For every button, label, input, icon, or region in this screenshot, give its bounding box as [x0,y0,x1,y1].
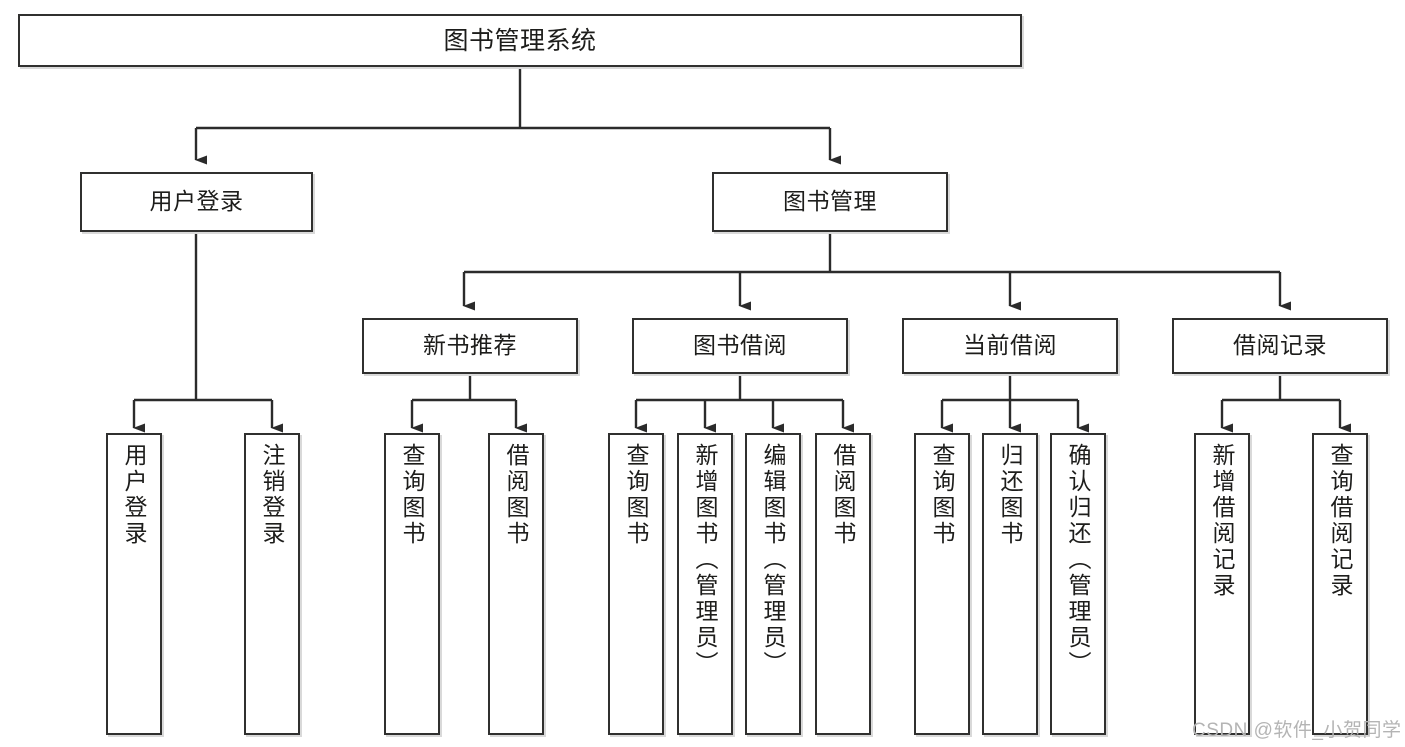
node-user-login-label: 用户登录 [149,188,244,215]
node-book-management-label: 图书管理 [783,188,877,215]
leaf-book-borrow-query-label: 查询图书 [623,443,650,547]
node-current-borrow-label: 当前借阅 [963,332,1057,359]
leaf-current-borrow-query[interactable]: 查询图书 [914,433,970,735]
node-root[interactable]: 图书管理系统 [18,14,1022,67]
leaf-borrow-record-add-label: 新增借阅记录 [1209,443,1236,599]
leaf-new-book-borrow-label: 借阅图书 [503,443,530,547]
leaf-user-login-login-label: 用户登录 [121,443,148,547]
leaf-borrow-record-query-label: 查询借阅记录 [1327,443,1354,599]
node-root-label: 图书管理系统 [443,26,597,55]
leaf-current-borrow-confirm-return[interactable]: 确认归还（管理员） [1050,433,1106,735]
leaf-borrow-record-add[interactable]: 新增借阅记录 [1194,433,1250,735]
leaf-book-borrow-query[interactable]: 查询图书 [608,433,664,735]
leaf-user-login-logout[interactable]: 注销登录 [244,433,300,735]
watermark: CSDN @软件_小贺同学 [1192,720,1402,741]
node-new-book-recommend-label: 新书推荐 [423,332,517,359]
node-borrow-record[interactable]: 借阅记录 [1172,318,1388,374]
leaf-current-borrow-confirm-return-label: 确认归还（管理员） [1065,443,1092,677]
node-borrow-record-label: 借阅记录 [1233,332,1327,359]
leaf-new-book-borrow[interactable]: 借阅图书 [488,433,544,735]
leaf-borrow-record-query[interactable]: 查询借阅记录 [1312,433,1368,735]
node-user-login[interactable]: 用户登录 [80,172,313,232]
node-book-borrow-label: 图书借阅 [693,332,787,359]
leaf-user-login-logout-label: 注销登录 [259,443,286,547]
leaf-book-borrow-borrow-label: 借阅图书 [830,443,857,547]
leaf-book-borrow-edit-label: 编辑图书（管理员） [760,443,787,677]
leaf-user-login-login[interactable]: 用户登录 [106,433,162,735]
leaf-current-borrow-return-label: 归还图书 [997,443,1024,547]
leaf-new-book-query-label: 查询图书 [399,443,426,547]
leaf-new-book-query[interactable]: 查询图书 [384,433,440,735]
leaf-book-borrow-add-label: 新增图书（管理员） [692,443,719,677]
node-new-book-recommend[interactable]: 新书推荐 [362,318,578,374]
node-book-borrow[interactable]: 图书借阅 [632,318,848,374]
leaf-book-borrow-borrow[interactable]: 借阅图书 [815,433,871,735]
leaf-book-borrow-edit[interactable]: 编辑图书（管理员） [745,433,801,735]
node-book-management[interactable]: 图书管理 [712,172,948,232]
leaf-current-borrow-query-label: 查询图书 [929,443,956,547]
node-current-borrow[interactable]: 当前借阅 [902,318,1118,374]
leaf-current-borrow-return[interactable]: 归还图书 [982,433,1038,735]
leaf-book-borrow-add[interactable]: 新增图书（管理员） [677,433,733,735]
